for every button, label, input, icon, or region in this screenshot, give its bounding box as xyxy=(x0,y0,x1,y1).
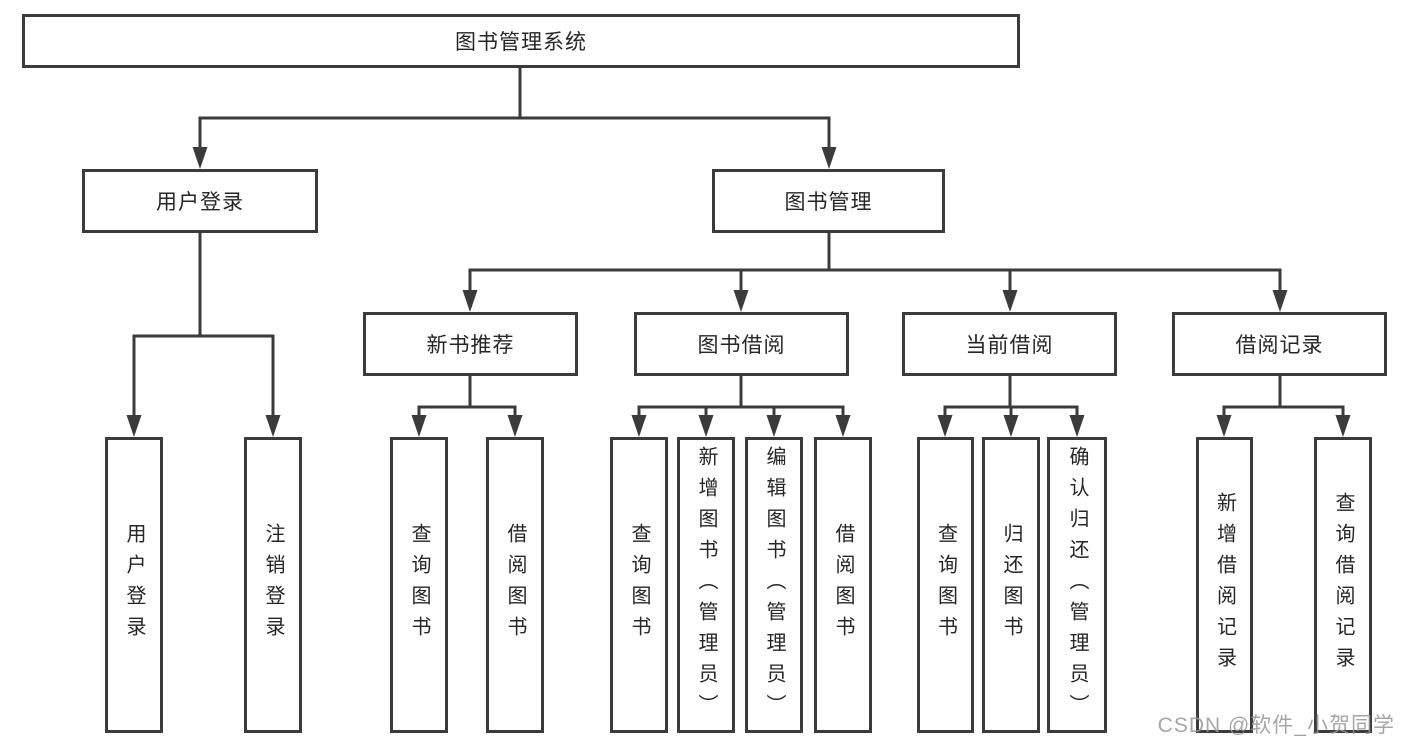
node-library-system: 图书管理系统 xyxy=(22,14,1020,68)
node-user-login: 用户登录 xyxy=(82,169,318,233)
leaf-borrow-books: 借阅图书 xyxy=(814,437,872,733)
leaf-return-book: 归还图书 xyxy=(982,437,1040,733)
csdn-watermark: CSDN @软件_小贺同学 xyxy=(1157,714,1395,737)
node-current-borrow: 当前借阅 xyxy=(902,312,1117,376)
leaf-logout: 注销登录 xyxy=(244,437,302,733)
leaf-confirm-return-admin: 确认归还（管理员） xyxy=(1047,437,1107,733)
node-new-book-recommend: 新书推荐 xyxy=(363,312,578,376)
leaf-edit-book-admin: 编辑图书（管理员） xyxy=(745,437,803,733)
leaf-query-books-recommend: 查询图书 xyxy=(390,437,448,733)
node-borrow-records: 借阅记录 xyxy=(1172,312,1387,376)
leaf-query-books-current: 查询图书 xyxy=(917,437,974,733)
leaf-query-books-borrow: 查询图书 xyxy=(610,437,668,733)
leaf-add-borrow-record: 新增借阅记录 xyxy=(1196,437,1253,733)
node-book-management: 图书管理 xyxy=(712,169,945,233)
leaf-add-book-admin: 新增图书（管理员） xyxy=(677,437,735,733)
leaf-borrow-books-recommend: 借阅图书 xyxy=(486,437,544,733)
leaf-query-borrow-record: 查询借阅记录 xyxy=(1314,437,1372,733)
leaf-user-login: 用户登录 xyxy=(105,437,163,733)
node-book-borrow: 图书借阅 xyxy=(634,312,849,376)
